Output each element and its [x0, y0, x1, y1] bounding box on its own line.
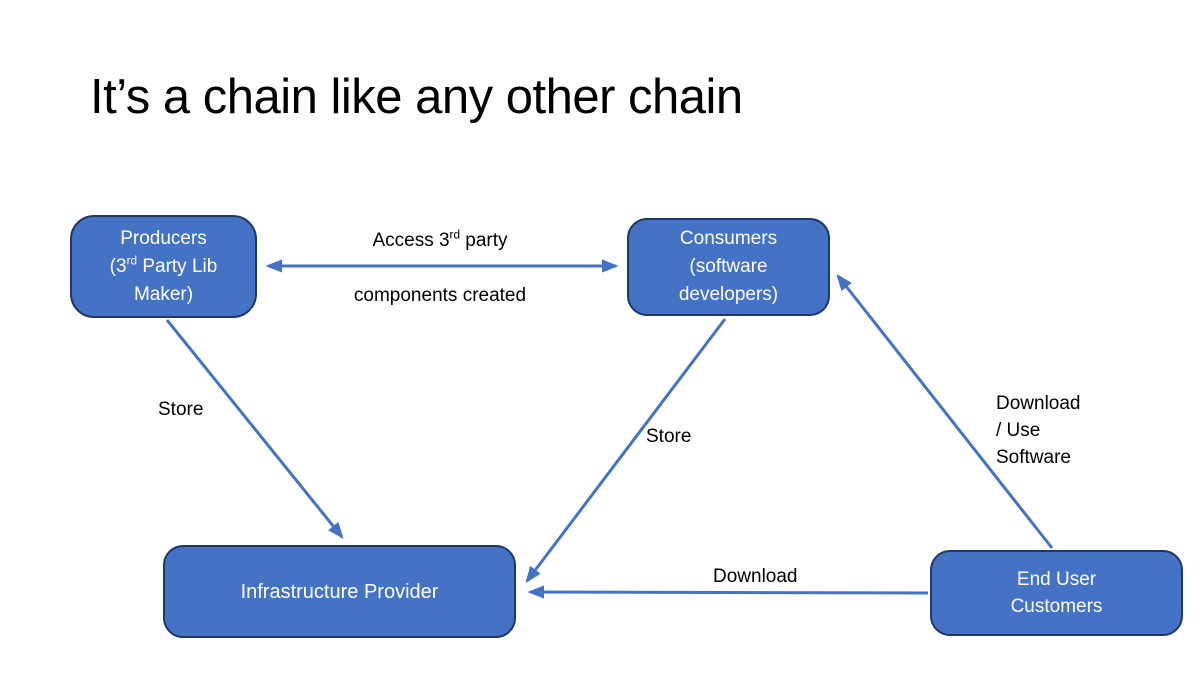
- node-consumers-line1: Consumers: [679, 228, 778, 249]
- node-consumers-line2: (software: [689, 256, 768, 277]
- node-producers-line3: Maker): [133, 283, 194, 305]
- node-infrastructure-provider: Infrastructure Provider: [163, 545, 516, 638]
- node-producers-line1: Producers: [120, 227, 207, 249]
- edge-label-components-created: components created: [353, 285, 527, 306]
- superscript-rd: rd: [126, 254, 138, 268]
- node-infrastructure-label: Infrastructure Provider: [240, 580, 439, 603]
- edge-label-download-use-software: Download / Use Software: [996, 393, 1081, 468]
- node-enduser-line2: Customers: [1010, 596, 1103, 617]
- edge-label-store-left: Store: [158, 399, 204, 420]
- node-producers-line2: (3rd Party Lib: [109, 254, 218, 277]
- arrow-download-enduser-to-infrastructure: [527, 585, 929, 599]
- node-enduser-line1: End User: [1016, 569, 1097, 590]
- node-end-user-customers: End User Customers: [930, 550, 1183, 636]
- node-consumers: Consumers (software developers): [627, 218, 830, 316]
- edge-label-store-middle: Store: [646, 426, 692, 447]
- arrow-store-consumers-to-infrastructure: [525, 318, 727, 583]
- node-consumers-line3: developers): [678, 284, 779, 305]
- arrow-store-producers-to-infrastructure: [165, 319, 344, 539]
- slide-title: It’s a chain like any other chain: [90, 70, 743, 124]
- edge-label-access-3rd-party: Access 3rd party: [372, 228, 508, 251]
- node-producers: Producers (3rd Party Lib Maker): [70, 215, 257, 318]
- arrow-download-use-software-enduser-to-consumers: [836, 274, 1054, 549]
- edge-label-download: Download: [713, 566, 798, 587]
- superscript-rd: rd: [449, 228, 461, 242]
